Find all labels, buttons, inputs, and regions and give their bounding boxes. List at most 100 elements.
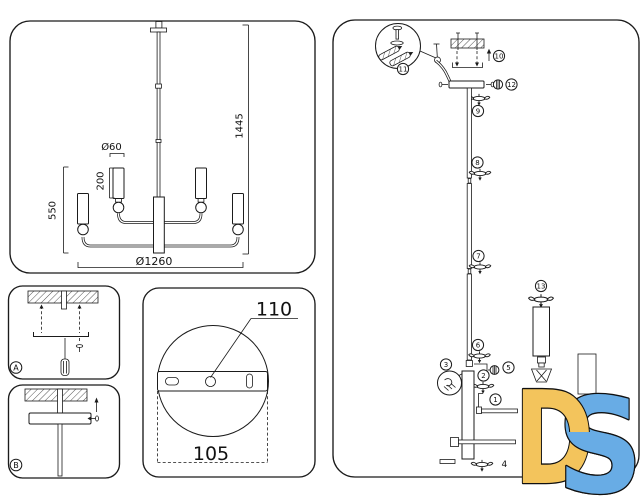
side-screw-icon xyxy=(486,81,495,88)
ball-joint xyxy=(232,223,244,236)
svg-text:1: 1 xyxy=(493,396,497,404)
wingnut-icon xyxy=(471,381,495,395)
arrow-up-icon xyxy=(94,397,99,403)
screwdriver-icon xyxy=(60,338,70,376)
part-label-2: 2 xyxy=(477,369,490,382)
screw-icon xyxy=(75,344,84,352)
rod-segment xyxy=(466,87,472,179)
step-a-panel: A xyxy=(7,285,121,380)
svg-text:13: 13 xyxy=(537,283,546,291)
part-label-12: 12 xyxy=(505,78,518,91)
step-a-letter: A xyxy=(13,363,19,372)
shade xyxy=(232,193,244,225)
part-label-5: 5 xyxy=(502,361,515,374)
svg-text:6: 6 xyxy=(476,342,481,350)
wire-guide xyxy=(474,363,488,371)
part-label-7: 7 xyxy=(472,249,485,263)
step-b-border xyxy=(7,384,121,479)
dimensions: Ø60 200 550 1445 Ø1260 xyxy=(48,24,249,268)
rod-segment xyxy=(466,183,472,269)
knurled-knob-icon xyxy=(492,79,504,90)
step-b-panel: B xyxy=(7,384,121,479)
svg-text:5: 5 xyxy=(506,364,510,372)
part-label-4: 4 xyxy=(502,460,508,470)
dim-screw-spacing: 110 xyxy=(256,299,292,321)
arms xyxy=(81,213,240,248)
bottom-cover xyxy=(439,459,456,464)
mounting-bracket xyxy=(452,62,483,68)
part-label-6: 6 xyxy=(471,338,485,352)
ceiling-stub xyxy=(155,21,163,29)
svg-text:8: 8 xyxy=(475,159,479,167)
shade-cylinder xyxy=(532,306,550,357)
socket xyxy=(537,356,546,364)
ceiling-hatch xyxy=(24,388,88,402)
svg-text:10: 10 xyxy=(495,53,504,61)
side-screw-icon xyxy=(438,81,448,88)
step-a-border xyxy=(7,285,121,380)
central-body xyxy=(153,196,165,254)
ceiling-plate xyxy=(149,27,167,33)
part-label-11: 11 xyxy=(396,62,410,76)
mounting-bracket xyxy=(33,332,89,337)
dim-plate-width: 105 xyxy=(193,443,229,465)
step-a-label: A xyxy=(9,361,23,374)
part-label-8: 8 xyxy=(471,156,484,169)
part-label-9: 9 xyxy=(471,104,485,118)
part-label-10: 10 xyxy=(492,49,506,63)
part-label-3: 3 xyxy=(439,358,453,371)
logo-letter-s: S xyxy=(557,370,643,500)
anchor-detail-balloon xyxy=(375,23,441,69)
rod-fitting xyxy=(465,360,473,367)
dim-arm-drop: 550 xyxy=(48,201,59,220)
mount-plate-border xyxy=(142,287,316,478)
suspension-rod xyxy=(156,31,161,198)
ball-joint xyxy=(195,201,207,214)
logo: S D S xyxy=(513,364,643,500)
slot-left xyxy=(165,377,179,386)
ball-joint xyxy=(77,223,89,236)
stem xyxy=(57,423,63,477)
shade-assembly xyxy=(528,293,554,383)
shade xyxy=(195,167,207,199)
washer-icon xyxy=(390,40,404,46)
step-b-label: B xyxy=(9,458,23,472)
shade-cylinder xyxy=(577,353,597,395)
ball-joint xyxy=(112,201,125,214)
assembly-border xyxy=(332,19,640,478)
screw-icon xyxy=(392,25,403,40)
ceiling-hatch xyxy=(450,38,485,49)
ceiling-screws xyxy=(456,32,479,50)
knurled-knob-icon xyxy=(489,365,500,375)
logo-letter-s-overlap: S xyxy=(557,370,643,500)
logo-letter-d: D xyxy=(514,365,594,500)
rod-segment xyxy=(466,273,472,361)
dim-shade-diameter: Ø60 xyxy=(101,141,122,153)
rod-joint xyxy=(155,139,162,143)
svg-text:7: 7 xyxy=(476,253,480,261)
wall-anchor-icon xyxy=(389,51,414,67)
overview-panel-border xyxy=(9,20,316,274)
mount-plate-panel: 110 105 xyxy=(142,287,316,478)
svg-text:11: 11 xyxy=(399,66,408,74)
arm-connector xyxy=(450,437,459,447)
shade xyxy=(77,193,89,225)
part-label-13: 13 xyxy=(534,279,548,293)
overview-panel: Ø60 200 550 1445 Ø1260 xyxy=(9,20,316,274)
wall-anchor-icon xyxy=(378,45,403,61)
mount-strip xyxy=(157,371,268,392)
rod-through-ceiling xyxy=(61,290,67,310)
finial-icon xyxy=(528,293,554,309)
dim-shade-height: 200 xyxy=(96,171,107,190)
slot-right xyxy=(246,373,253,389)
arm-tube xyxy=(481,408,518,414)
rod-through-ceiling xyxy=(57,388,63,414)
center-hole xyxy=(205,376,216,387)
part-label-1: 1 xyxy=(489,393,502,406)
canopy xyxy=(448,80,485,89)
canopy xyxy=(28,412,92,425)
wingnut-icon xyxy=(468,261,492,275)
rod-joint xyxy=(155,83,162,89)
wingnut-icon xyxy=(468,168,492,182)
